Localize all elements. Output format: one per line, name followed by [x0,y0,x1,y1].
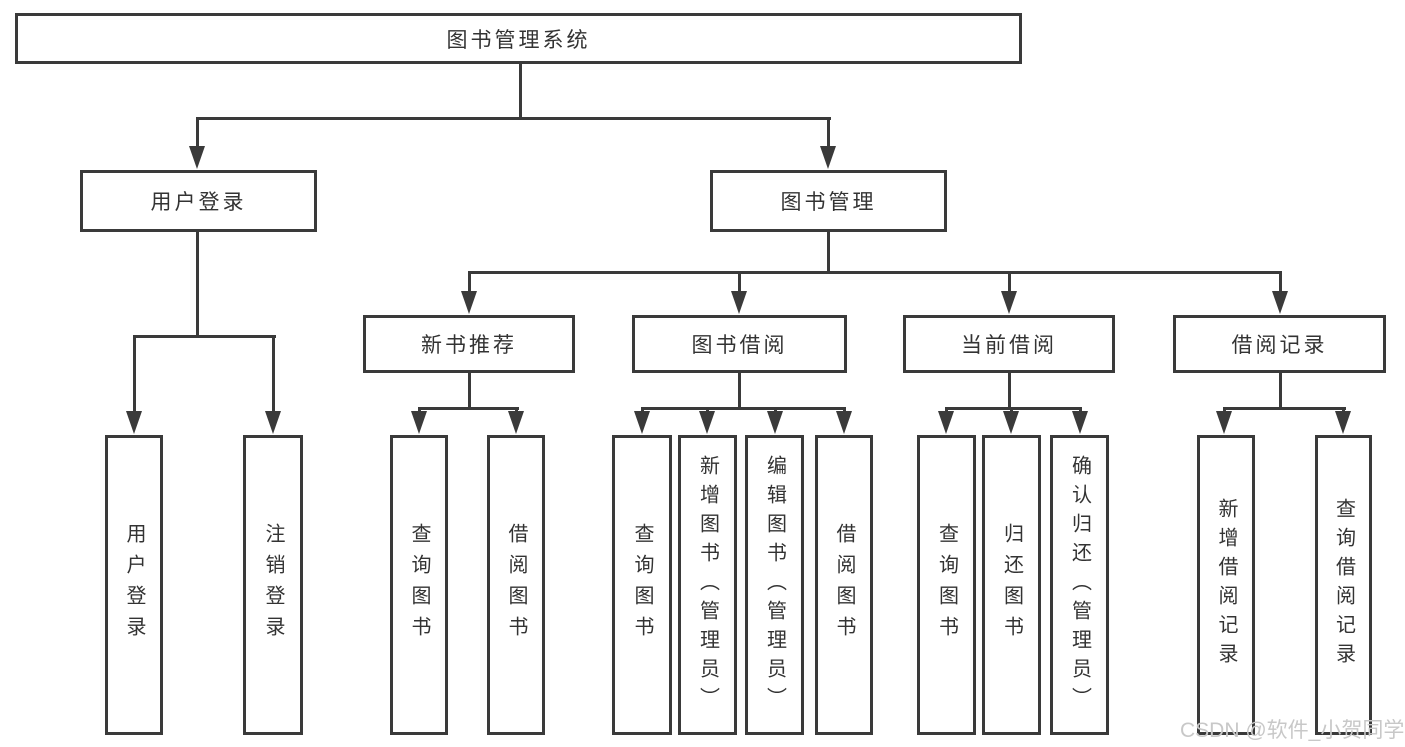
arrowhead-down-icon [1001,291,1017,314]
node-current-borrow: 当前借阅 [903,315,1115,373]
connector-current-borrow-stem [1008,373,1011,410]
arrowhead-down-icon [189,146,205,169]
connector-to-leaf-logout [272,335,275,415]
node-new-book-recommend: 新书推荐 [363,315,575,373]
arrowhead-down-icon [634,411,650,434]
node-book-management: 图书管理 [710,170,947,232]
leaf-edit-book-admin-label: 编辑图书（管理员） [763,454,786,716]
connector-to-book-borrow [738,271,741,293]
node-book-management-label: 图书管理 [780,191,877,214]
connector-borrow-records-bus [1223,407,1346,410]
node-borrow-records: 借阅记录 [1173,315,1386,373]
node-new-book-recommend-label: 新书推荐 [421,334,517,357]
connector-book-borrow-stem [738,373,741,410]
connector-root-stem [519,64,522,120]
arrowhead-down-icon [836,411,852,434]
leaf-return-book: 归还图书 [982,435,1041,735]
leaf-query-book-current-label: 查询图书 [935,523,958,647]
arrowhead-down-icon [1335,411,1351,434]
arrowhead-down-icon [699,411,715,434]
leaf-query-borrow-record: 查询借阅记录 [1315,435,1372,735]
node-borrow-records-label: 借阅记录 [1231,334,1328,357]
leaf-user-login-label: 用户登录 [123,523,145,647]
leaf-query-book-borrow-label: 查询图书 [631,523,653,647]
leaf-borrow-book-recommend-label: 借阅图书 [505,523,527,647]
arrowhead-down-icon [938,411,954,434]
watermark: CSDN @软件_小贺同学 [1180,719,1405,742]
arrowhead-down-icon [508,411,524,434]
arrowhead-down-icon [820,146,836,169]
arrowhead-down-icon [265,411,281,434]
leaf-query-book-recommend: 查询图书 [390,435,448,735]
leaf-add-borrow-record: 新增借阅记录 [1197,435,1255,735]
connector-book-management-stem [827,232,830,274]
connector-level3-bus [468,271,1282,274]
leaf-borrow-book-recommend: 借阅图书 [487,435,545,735]
connector-to-book-management [827,117,830,149]
arrowhead-down-icon [1216,411,1232,434]
leaf-logout: 注销登录 [243,435,303,735]
node-book-borrow-label: 图书借阅 [691,334,788,357]
arrowhead-down-icon [1272,291,1288,314]
leaf-edit-book-admin: 编辑图书（管理员） [745,435,804,735]
connector-to-leaf-user-login [133,335,136,415]
connector-to-user-login [196,117,199,149]
arrowhead-down-icon [1072,411,1088,434]
arrowhead-down-icon [126,411,142,434]
leaf-query-book-current: 查询图书 [917,435,976,735]
node-book-borrow: 图书借阅 [632,315,847,373]
leaf-confirm-return-admin-label: 确认归还（管理员） [1068,454,1091,716]
arrowhead-down-icon [1003,411,1019,434]
leaf-logout-label: 注销登录 [262,523,284,647]
arrowhead-down-icon [731,291,747,314]
connector-to-current-borrow [1008,271,1011,293]
leaf-user-login: 用户登录 [105,435,163,735]
connector-new-book-recommend-bus [418,407,519,410]
node-library-system: 图书管理系统 [15,13,1022,64]
connector-user-login-stem [196,232,199,338]
connector-book-borrow-bus [641,407,846,410]
leaf-query-book-recommend-label: 查询图书 [408,523,430,647]
arrowhead-down-icon [411,411,427,434]
leaf-add-book-admin-label: 新增图书（管理员） [696,454,719,716]
leaf-add-borrow-record-label: 新增借阅记录 [1215,498,1237,672]
connector-to-new-book-recommend [468,271,471,293]
leaf-query-borrow-record-label: 查询借阅记录 [1332,498,1355,672]
leaf-query-book-borrow: 查询图书 [612,435,672,735]
node-user-login-label: 用户登录 [150,191,247,214]
node-user-login: 用户登录 [80,170,317,232]
leaf-borrow-book: 借阅图书 [815,435,873,735]
connector-current-borrow-bus [945,407,1082,410]
leaf-return-book-label: 归还图书 [1000,523,1023,647]
connector-borrow-records-stem [1279,373,1282,410]
node-current-borrow-label: 当前借阅 [961,334,1057,357]
connector-level1-bus [196,117,831,120]
node-library-system-label: 图书管理系统 [446,28,591,52]
arrowhead-down-icon [767,411,783,434]
arrowhead-down-icon [461,291,477,314]
connector-user-login-bus [133,335,276,338]
connector-to-borrow-records [1279,271,1282,293]
leaf-add-book-admin: 新增图书（管理员） [678,435,737,735]
leaf-confirm-return-admin: 确认归还（管理员） [1050,435,1109,735]
leaf-borrow-book-label: 借阅图书 [833,523,855,647]
connector-new-book-recommend-stem [468,373,471,410]
